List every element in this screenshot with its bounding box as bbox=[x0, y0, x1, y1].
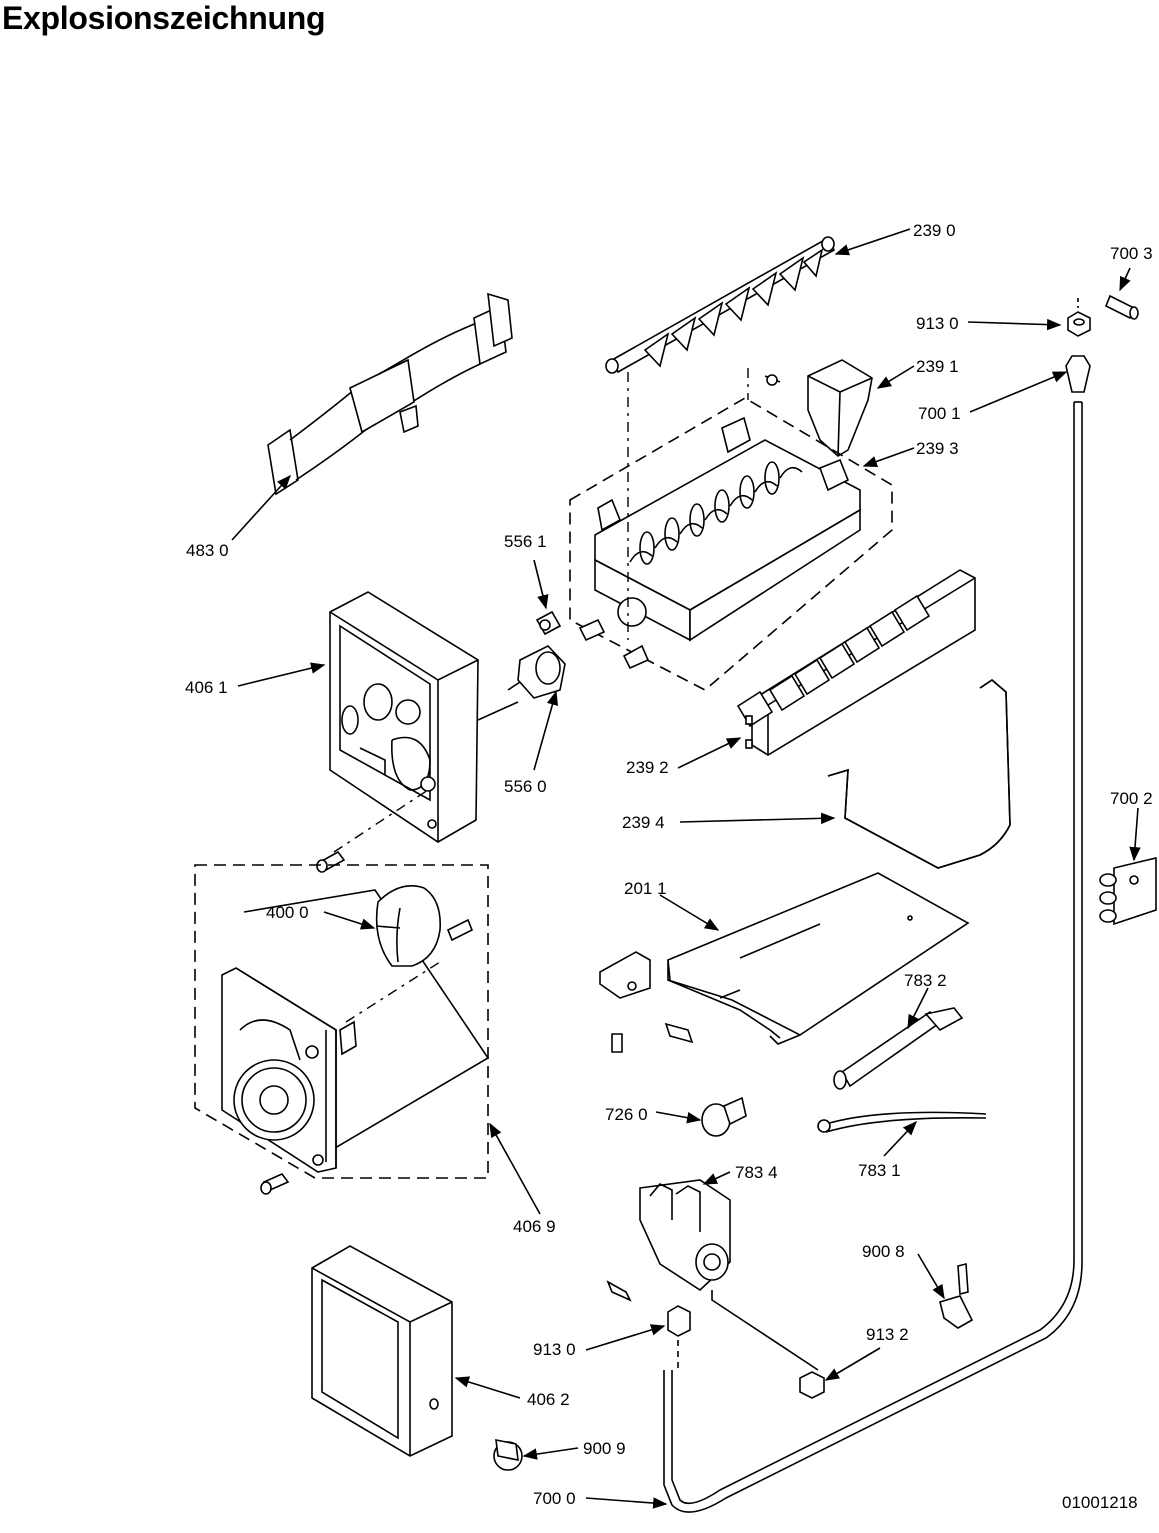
callout-783-4: 783 4 bbox=[735, 1163, 778, 1182]
plug-part bbox=[493, 1438, 523, 1471]
screw-part bbox=[316, 850, 346, 873]
shutoff-arm-part bbox=[827, 678, 1011, 869]
tube-clamp-part bbox=[1099, 856, 1157, 926]
callout-406-2: 406 2 bbox=[527, 1390, 570, 1409]
callout-483-0: 483 0 bbox=[186, 541, 229, 560]
screw-bottom-part bbox=[260, 1173, 290, 1195]
callout-406-9: 406 9 bbox=[513, 1217, 556, 1236]
front-cover-part bbox=[311, 1245, 453, 1457]
callout-700-0: 700 0 bbox=[533, 1489, 576, 1508]
page-title: Explosionszeichnung bbox=[2, 0, 326, 36]
callout-783-1: 783 1 bbox=[858, 1161, 901, 1180]
callout-726-0: 726 0 bbox=[605, 1105, 648, 1124]
callout-700-3: 700 3 bbox=[1110, 244, 1153, 263]
ice-mold-part bbox=[569, 397, 893, 691]
water-valve-part bbox=[606, 1179, 819, 1371]
callout-201-1: 201 1 bbox=[624, 879, 667, 898]
ejector-shaft-part bbox=[605, 236, 836, 374]
cam-part bbox=[507, 645, 566, 699]
leader-lines bbox=[231, 228, 1141, 1509]
clip-part bbox=[535, 610, 562, 636]
callout-700-2: 700 2 bbox=[1110, 789, 1153, 808]
callout-556-0: 556 0 bbox=[504, 777, 547, 796]
nut-bottom-part bbox=[667, 1305, 691, 1372]
wire-harness-part bbox=[267, 292, 513, 496]
callout-913-2: 913 2 bbox=[866, 1325, 909, 1344]
control-housing-part bbox=[329, 591, 519, 843]
nut-right-part bbox=[799, 1371, 825, 1399]
callout-239-3: 239 3 bbox=[916, 439, 959, 458]
motor-assembly-part bbox=[194, 864, 490, 1179]
fill-cup-part bbox=[764, 359, 873, 457]
mounting-plate-part bbox=[599, 872, 970, 1053]
callout-900-9: 900 9 bbox=[583, 1439, 626, 1458]
pin-part bbox=[1104, 294, 1139, 320]
callout-700-1: 700 1 bbox=[918, 404, 961, 423]
drawing-number: 01001218 bbox=[1062, 1493, 1138, 1512]
callout-913-0-top: 913 0 bbox=[916, 314, 959, 333]
knob-part bbox=[701, 1096, 747, 1137]
tube-part bbox=[817, 1111, 987, 1133]
callout-783-2: 783 2 bbox=[904, 971, 947, 990]
callout-labels: 239 0 700 3 913 0 239 1 700 1 239 3 483 … bbox=[185, 221, 1153, 1512]
nut-top-part bbox=[1067, 298, 1091, 337]
fill-tube-part bbox=[663, 355, 1091, 1513]
callout-239-4: 239 4 bbox=[622, 813, 665, 832]
callout-900-8: 900 8 bbox=[862, 1242, 905, 1261]
callout-913-0-bottom: 913 0 bbox=[533, 1340, 576, 1359]
callout-239-2: 239 2 bbox=[626, 758, 669, 777]
callout-239-1: 239 1 bbox=[916, 357, 959, 376]
callout-406-1: 406 1 bbox=[185, 678, 228, 697]
assembly-lines bbox=[333, 368, 749, 1023]
callout-556-1: 556 1 bbox=[504, 532, 547, 551]
callout-400-0: 400 0 bbox=[266, 903, 309, 922]
callout-239-0: 239 0 bbox=[913, 221, 956, 240]
stripper-part bbox=[736, 569, 976, 756]
inlet-hose-part bbox=[833, 1007, 964, 1090]
clamp-clip-part bbox=[939, 1262, 974, 1329]
